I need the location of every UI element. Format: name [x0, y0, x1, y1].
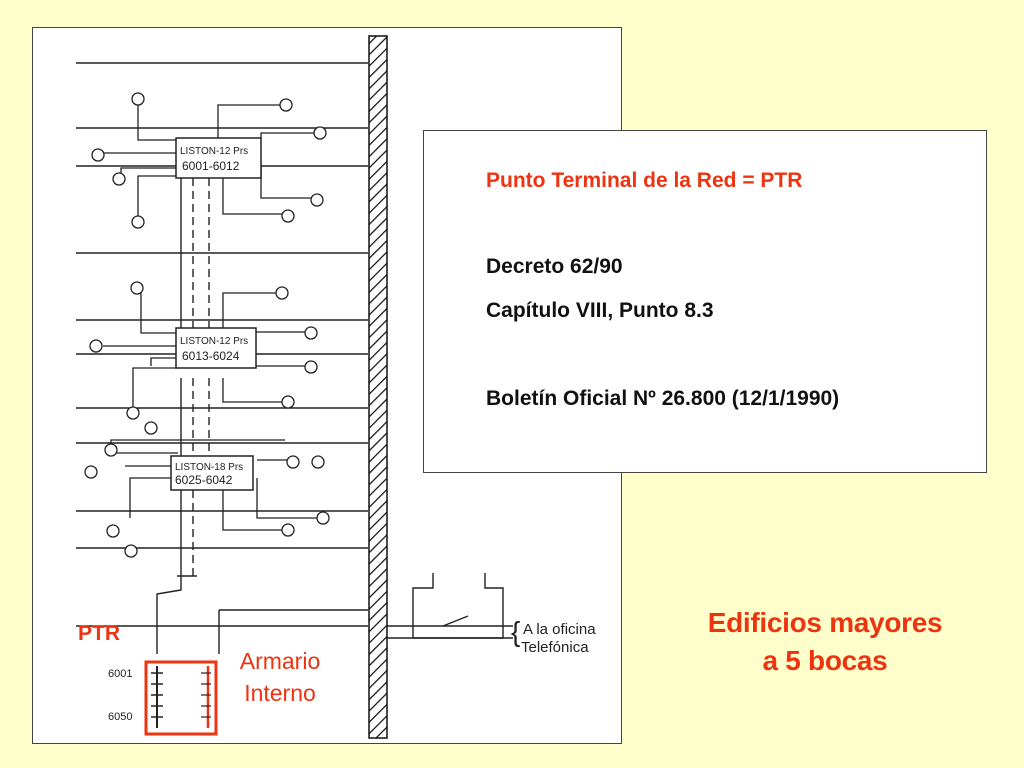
connection-branches	[103, 103, 318, 531]
panel-1-label: LISTON-12 Prs	[180, 146, 248, 157]
vertical-risers	[156, 178, 368, 654]
panel-boxes	[170, 137, 262, 491]
panel-1-range: 6001-6012	[182, 159, 240, 173]
info-decree: Decreto 62/90	[486, 255, 623, 278]
info-title: Punto Terminal de la Red = PTR	[486, 169, 803, 192]
utility-manhole	[387, 573, 513, 639]
info-chapter: Capítulo VIII, Punto 8.3	[486, 299, 714, 322]
panel-box-3	[170, 455, 254, 491]
caption-line1: Edificios mayores	[707, 607, 943, 638]
outlet-markers	[84, 92, 330, 558]
panel-3-label: LISTON-18 Prs	[175, 462, 243, 473]
terminal-strip-right	[201, 666, 211, 728]
office-label-line1: A la oficina	[523, 621, 596, 638]
panel-2-range: 6013-6024	[182, 349, 240, 363]
floor-lines	[76, 62, 368, 627]
armario-label-line1: Armario	[239, 648, 321, 674]
ptr-label: PTR	[78, 622, 120, 645]
caption: Edificios mayores a 5 bocas	[690, 604, 960, 680]
panel-2-label: LISTON-12 Prs	[180, 336, 248, 347]
info-bulletin: Boletín Oficial Nº 26.800 (12/1/1990)	[486, 387, 840, 410]
panel-3-range: 6025-6042	[175, 473, 233, 487]
brace: {	[511, 616, 520, 647]
terminal-number-top: 6001	[108, 668, 132, 680]
info-box: Punto Terminal de la Red = PTR Decreto 6…	[423, 130, 987, 473]
terminal-number-bottom: 6050	[108, 711, 132, 723]
caption-line2: a 5 bocas	[762, 645, 888, 676]
office-label-line2: Telefónica	[521, 639, 589, 656]
terminal-strip-left	[151, 666, 163, 728]
panel-box-1	[175, 137, 262, 179]
internal-cabinet	[144, 660, 218, 736]
panel-box-2	[175, 327, 257, 369]
armario-label: Armario Interno	[235, 645, 325, 709]
armario-label-line2: Interno	[244, 680, 316, 706]
hatched-wall	[368, 35, 388, 739]
